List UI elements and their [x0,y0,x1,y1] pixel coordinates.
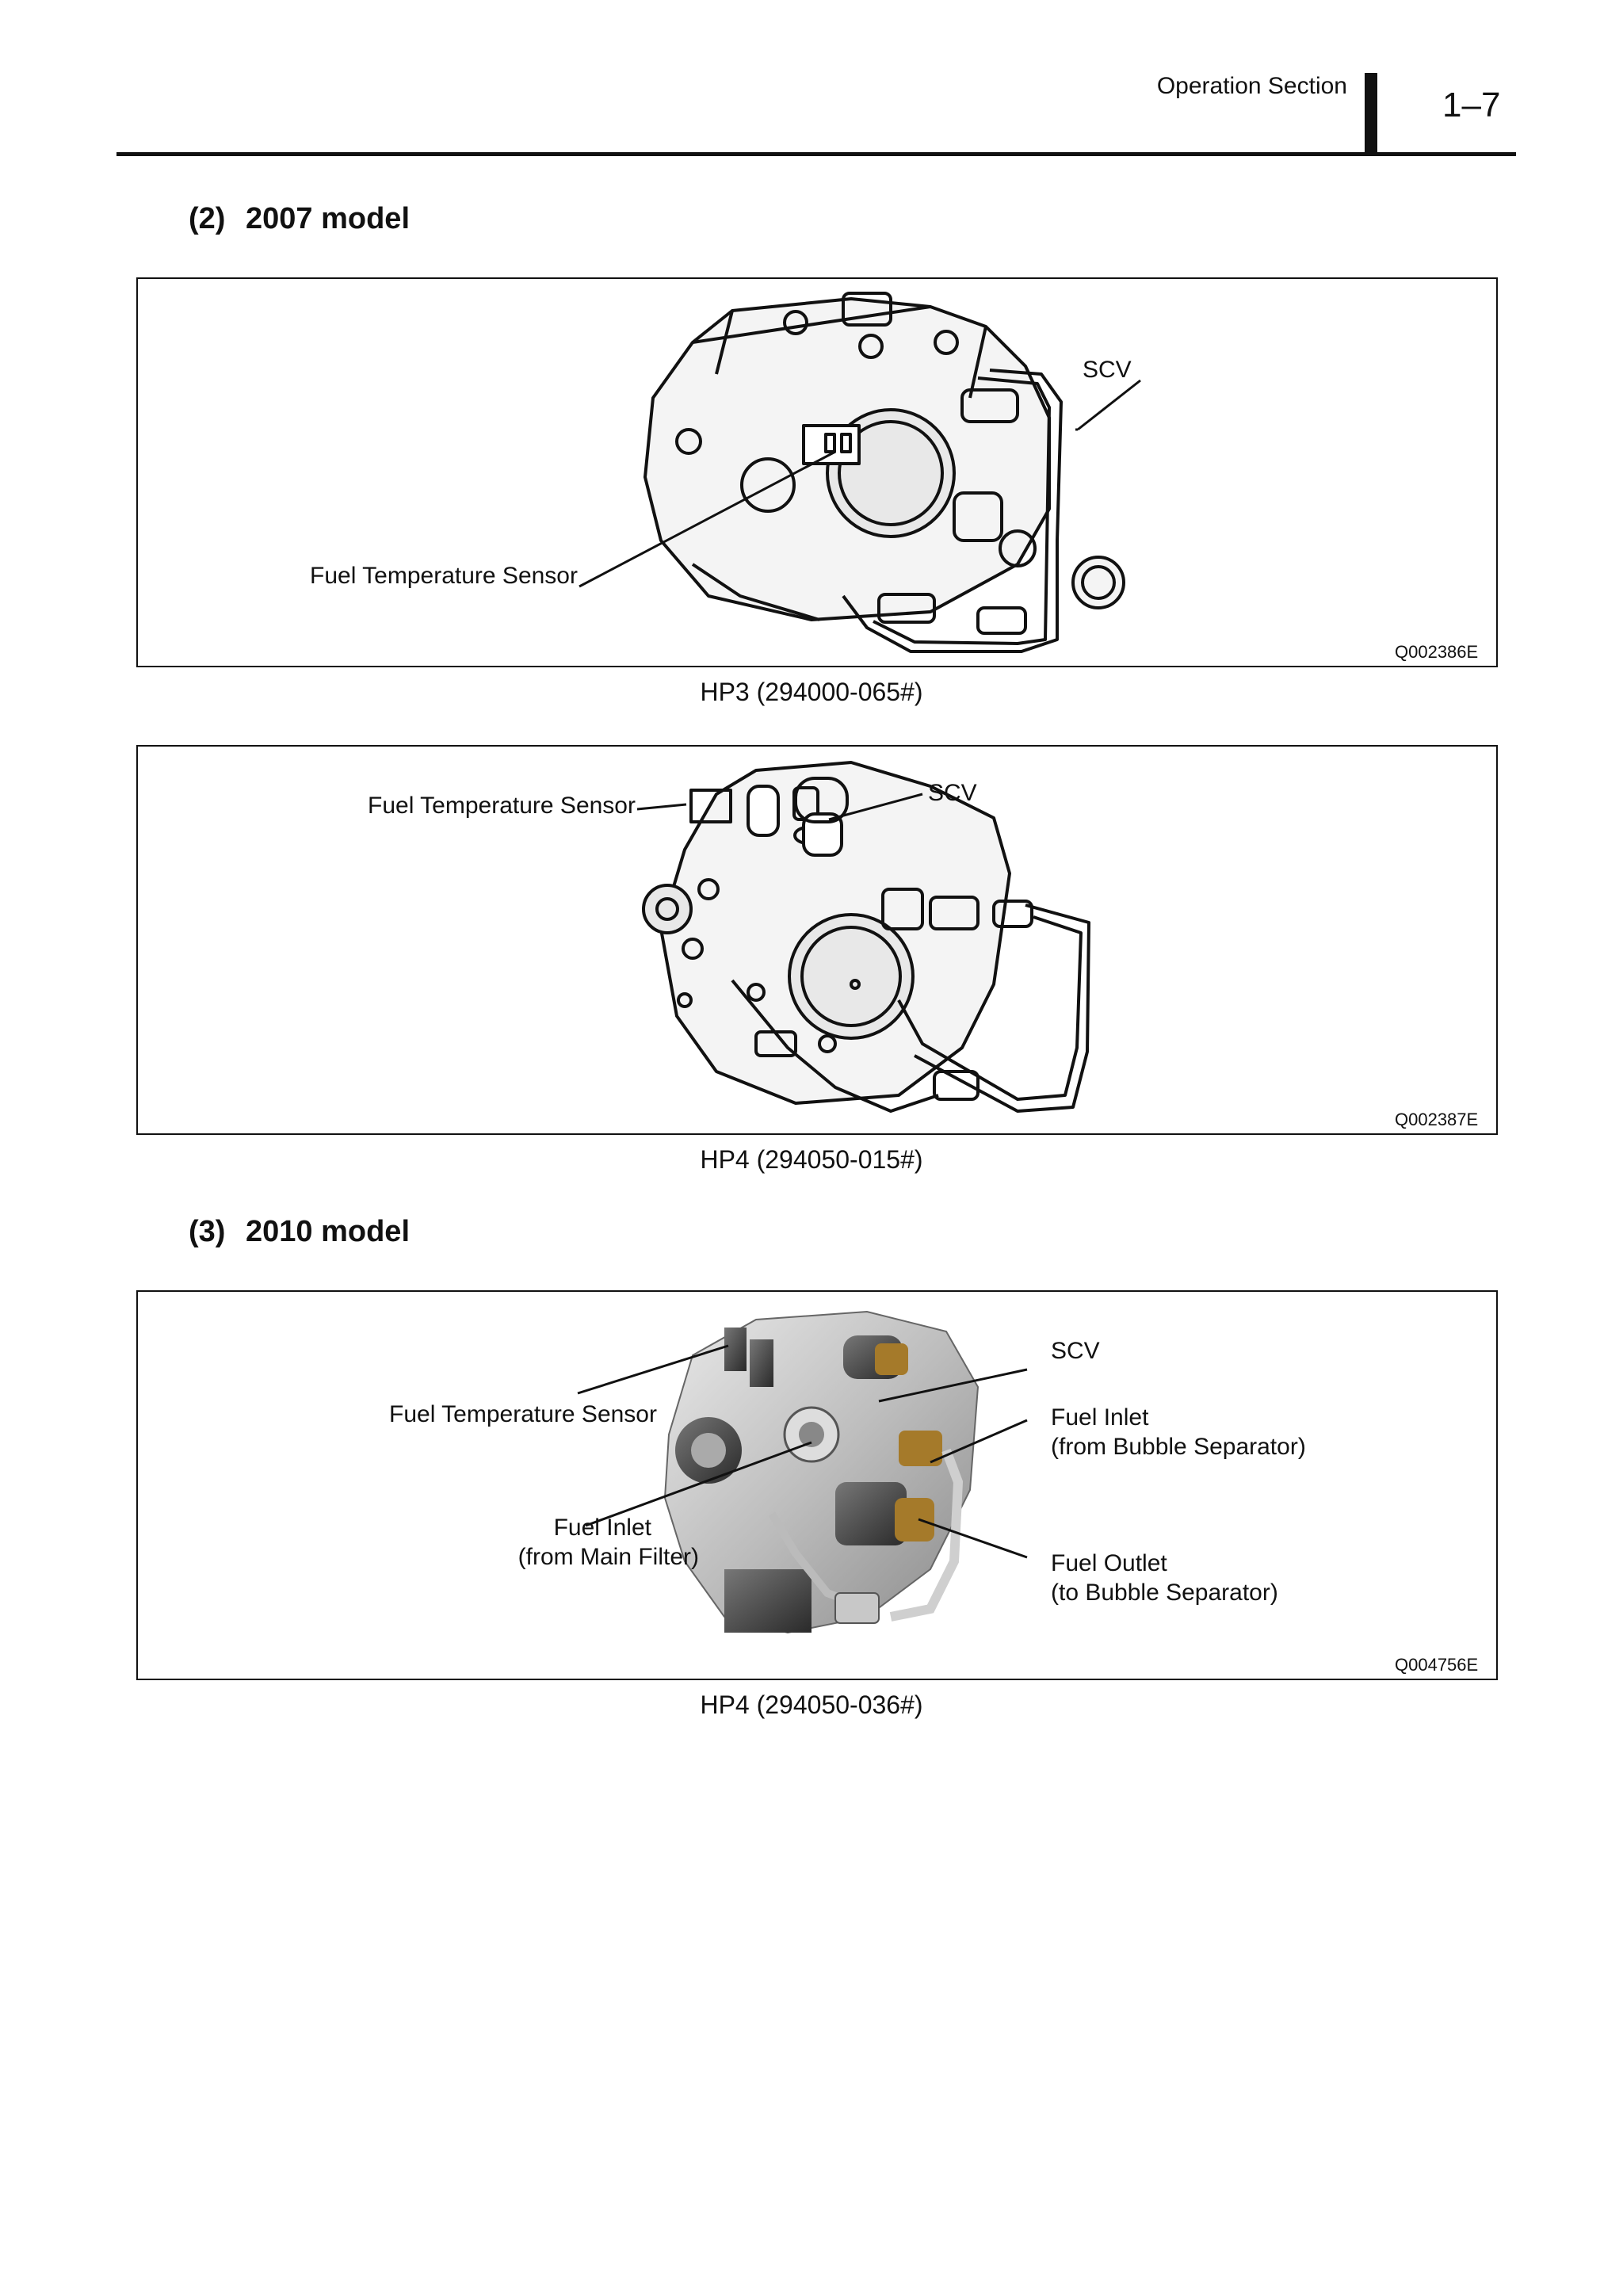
section-title-2007: (2) 2007 model [189,202,410,236]
figure-hp4-036: Fuel Temperature Sensor Fuel Inlet (from… [136,1290,1498,1680]
label-fuel-inlet-bubble-line2: (from Bubble Separator) [1051,1434,1306,1460]
section-number: (2) [189,202,226,235]
figure-code: Q002386E [1395,642,1479,662]
figure-code: Q002387E [1395,1110,1479,1129]
figure-hp4-015: Fuel Temperature Sensor SCV Q002387E [136,745,1498,1135]
section-number: (3) [189,1215,226,1248]
figure-code: Q004756E [1395,1655,1479,1675]
figure-caption-hp3: HP3 (294000-065#) [700,678,923,706]
label-scv: SCV [1051,1338,1100,1364]
label-fuel-inlet-main-line2: (from Main Filter) [517,1544,699,1570]
header-section-title: Operation Section [1156,73,1347,99]
section-title-text: 2007 model [246,202,410,235]
label-fuel-outlet-line1: Fuel Outlet [1051,1550,1167,1576]
section-title-2010: (3) 2010 model [189,1215,410,1249]
label-fuel-inlet-bubble-line1: Fuel Inlet [1051,1404,1149,1431]
header-bar [1365,73,1377,152]
label-scv: SCV [1083,357,1132,383]
hp3-pump-drawing [579,292,1141,653]
label-fuel-outlet-line2: (to Bubble Separator) [1051,1580,1278,1606]
figure-caption-hp4-036: HP4 (294050-036#) [700,1690,923,1719]
figure-hp3: SCV Fuel Temperature Sensor Q002386E [136,277,1498,667]
figure-caption-hp4-015: HP4 (294050-015#) [700,1145,923,1174]
label-scv: SCV [928,780,977,806]
page-number: 1–7 [1442,86,1501,124]
header-rule [116,152,1516,156]
hp4-036-pump-photo [577,1310,1028,1634]
label-fuel-temperature-sensor: Fuel Temperature Sensor [389,1401,657,1427]
label-fuel-inlet-main-line1: Fuel Inlet [553,1515,651,1541]
label-fuel-temperature-sensor: Fuel Temperature Sensor [368,793,636,819]
section-title-text: 2010 model [246,1215,410,1248]
label-fuel-temperature-sensor: Fuel Temperature Sensor [310,563,578,589]
hp4-015-pump-drawing [636,761,1090,1113]
